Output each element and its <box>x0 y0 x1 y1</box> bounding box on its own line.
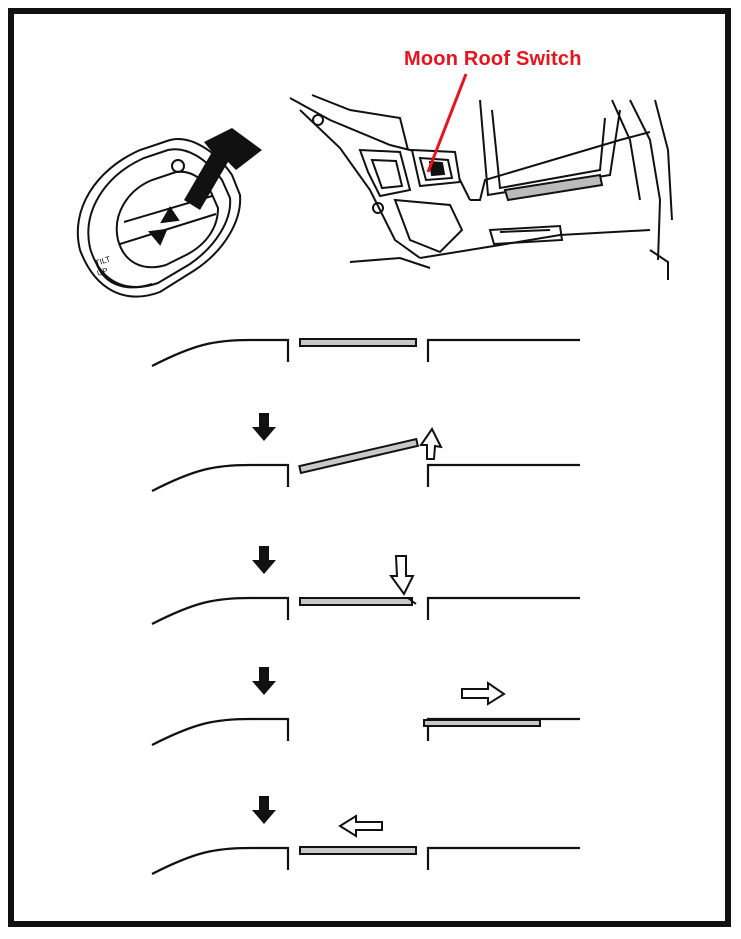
tilt-down-triangle-icon <box>148 228 168 246</box>
panel-edge <box>407 597 417 605</box>
sequence-step <box>151 338 580 367</box>
sequence-step <box>151 546 580 625</box>
down-arrow-icon <box>252 796 276 824</box>
press-arrow-icon <box>184 128 262 210</box>
sequence-step <box>151 796 580 875</box>
tilt-up-triangle-icon <box>160 206 180 224</box>
callout-label: Moon Roof Switch <box>404 48 582 70</box>
left-outline-arrow-icon <box>338 814 383 838</box>
moon-roof-switch-location <box>418 156 454 182</box>
operation-sequence <box>151 338 580 875</box>
console-illustration <box>289 94 673 280</box>
front-roof-line <box>151 463 290 492</box>
front-roof-line <box>151 596 290 625</box>
down-arrow-icon <box>252 413 276 441</box>
moon-roof-panel <box>423 719 541 727</box>
moon-roof-panel <box>299 846 417 855</box>
sequence-step <box>151 667 580 746</box>
down-arrow-icon <box>252 667 276 695</box>
front-roof-line <box>151 717 290 746</box>
down-outline-arrow-icon <box>389 555 415 596</box>
down-arrow-icon <box>252 546 276 574</box>
rear-roof-line <box>426 846 580 870</box>
moon-roof-panel <box>298 437 420 475</box>
sequence-step <box>151 413 580 492</box>
up-outline-arrow-icon <box>419 427 443 460</box>
front-roof-line <box>151 338 290 367</box>
moon-roof-panel <box>299 338 417 347</box>
right-outline-arrow-icon <box>461 681 506 706</box>
outer-border <box>8 8 731 927</box>
rear-roof-line <box>426 463 580 487</box>
front-roof-line <box>151 846 290 875</box>
switch-label-up: UP <box>96 266 109 278</box>
moon-roof-panel <box>299 597 413 606</box>
rear-roof-line <box>426 596 580 620</box>
moon-roof-panel-tilted <box>298 437 420 475</box>
rear-roof-line <box>426 338 580 362</box>
callout-leader-line <box>426 73 468 173</box>
